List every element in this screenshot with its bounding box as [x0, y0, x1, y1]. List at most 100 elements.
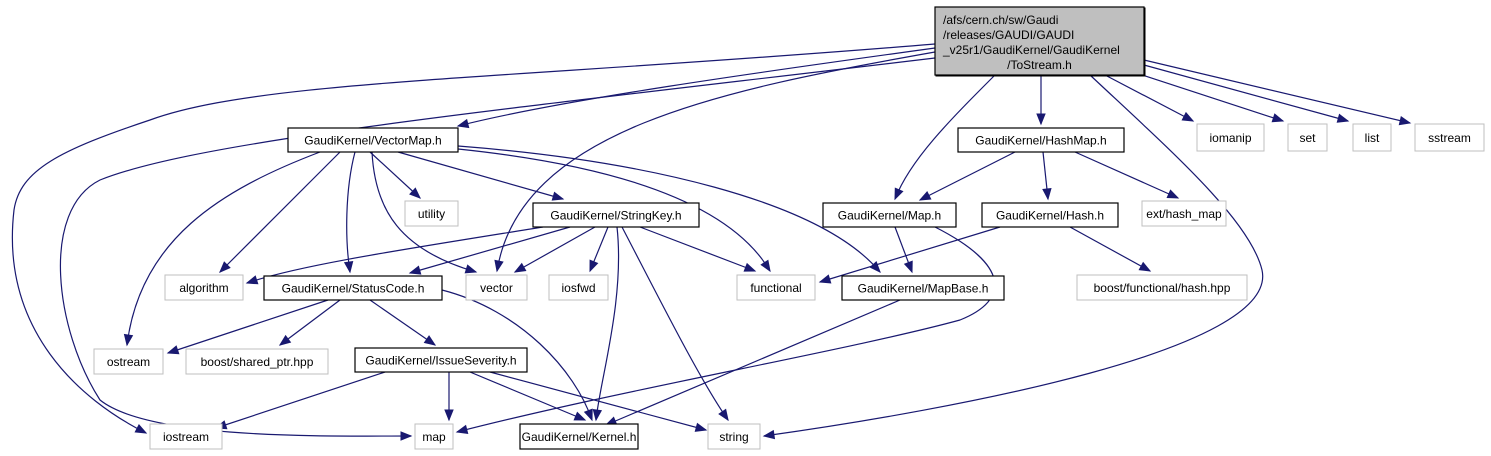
edge-statuscode-to-issueseverity — [369, 299, 437, 346]
edge-line — [605, 299, 901, 426]
node-label: ext/hash_map — [1146, 207, 1222, 221]
node-box — [404, 200, 459, 227]
node-box — [736, 274, 816, 301]
edge-root-to-iostream — [11, 43, 936, 434]
node-label: GaudiKernel/Hash.h — [996, 209, 1104, 223]
edge-issueseverity-to-kernel — [469, 371, 587, 421]
arrowhead-icon — [343, 260, 354, 274]
node-box — [1141, 200, 1227, 227]
node-label: iosfwd — [561, 281, 595, 295]
edge-issueseverity-to-map — [444, 372, 454, 422]
node-boost-hash: boost/functional/hash.hpp — [1076, 274, 1248, 301]
edge-hashmap-to-map_h — [918, 151, 1016, 201]
edge-root-to-string — [762, 74, 1264, 440]
node-label: GaudiKernel/HashMap.h — [975, 134, 1106, 148]
edge-vectormap-to-vector — [371, 151, 478, 274]
node-label: GaudiKernel/MapBase.h — [858, 282, 989, 296]
node-label: iostream — [163, 430, 209, 444]
edge-line — [514, 226, 596, 273]
edge-line — [279, 299, 341, 346]
arrowhead-icon — [589, 259, 599, 273]
edge-root-to-sstream — [1143, 59, 1412, 126]
edge-issueseverity-to-string — [489, 371, 708, 432]
node-boost-shared-ptr: boost/shared_ptr.hpp — [185, 348, 329, 375]
edge-line — [469, 371, 586, 421]
arrowhead-icon — [1036, 113, 1046, 126]
node-ext-hash-map: ext/hash_map — [1141, 200, 1227, 227]
arrowhead-icon — [1138, 261, 1152, 272]
node-box — [548, 274, 609, 301]
edge-line — [397, 151, 564, 200]
edge-root-to-list — [1143, 64, 1350, 123]
edge-vectormap-to-algorithm — [219, 151, 341, 273]
node-sstream: sstream — [1414, 123, 1485, 152]
node-hash-h[interactable]: GaudiKernel/Hash.h — [981, 202, 1119, 228]
nodes-layer: /afs/cern.ch/sw/Gaudi/releases/GAUDI/GAU… — [93, 6, 1485, 450]
node-list: list — [1352, 123, 1392, 152]
node-box — [1287, 123, 1328, 152]
node-box — [1076, 274, 1248, 301]
arrowhead-icon — [219, 261, 231, 273]
node-algorithm: algorithm — [164, 274, 244, 301]
node-kernel[interactable]: GaudiKernel/Kernel.h — [519, 423, 639, 450]
edge-vectormap-to-functional — [457, 148, 771, 273]
node-box — [164, 274, 244, 301]
node-box — [1414, 123, 1485, 152]
node-box — [519, 423, 639, 450]
edge-hashmap-to-hash_h — [1042, 151, 1052, 201]
edge-hashmap-to-ext_hash_map — [1074, 151, 1180, 199]
edge-line — [215, 371, 386, 429]
node-vectormap[interactable]: GaudiKernel/VectorMap.h — [287, 127, 459, 153]
edge-line — [346, 151, 356, 273]
arrowhead-icon — [869, 261, 881, 273]
node-mapbase[interactable]: GaudiKernel/MapBase.h — [841, 275, 1005, 301]
node-box — [981, 202, 1119, 228]
edge-line — [595, 226, 620, 421]
edge-line — [1143, 59, 1411, 124]
node-label: sstream — [1428, 131, 1471, 145]
node-box — [957, 127, 1125, 153]
arrowhead-icon — [818, 274, 832, 284]
node-box — [1196, 123, 1265, 152]
edge-hash_h-to-boost_hash — [1069, 226, 1152, 272]
edge-line — [126, 151, 321, 346]
node-utility: utility — [404, 200, 459, 227]
node-box — [263, 275, 443, 301]
edge-vectormap-to-mapbase — [457, 145, 881, 273]
arrowhead-icon — [278, 334, 292, 346]
arrowhead-icon — [444, 409, 454, 422]
arrowhead-icon — [456, 118, 470, 129]
node-label-line: /releases/GAUDI/GAUDI — [943, 28, 1074, 42]
edge-root-to-map_h — [894, 74, 996, 201]
edge-root-to-iomanip — [1104, 74, 1195, 122]
edge-line — [457, 145, 881, 273]
node-label: set — [1299, 131, 1316, 145]
node-root[interactable]: /afs/cern.ch/sw/Gaudi/releases/GAUDI/GAU… — [934, 6, 1146, 77]
edge-vectormap-to-stringkey — [397, 151, 565, 201]
node-map: map — [414, 423, 454, 450]
node-label: GaudiKernel/StringKey.h — [550, 209, 681, 223]
node-statuscode[interactable]: GaudiKernel/StatusCode.h — [263, 275, 443, 301]
node-label: map — [422, 430, 446, 444]
node-functional: functional — [736, 274, 816, 301]
arrowhead-icon — [494, 259, 504, 273]
arrowhead-icon — [513, 262, 527, 273]
edge-vectormap-to-ostream — [123, 151, 321, 347]
edge-line — [1143, 64, 1349, 122]
arrowhead-icon — [166, 345, 180, 355]
edge-mapbase-to-kernel — [604, 299, 901, 426]
arrowhead-icon — [903, 260, 913, 274]
edge-line — [457, 148, 771, 272]
node-stringkey[interactable]: GaudiKernel/StringKey.h — [532, 202, 700, 228]
node-issueseverity[interactable]: GaudiKernel/IssueSeverity.h — [354, 347, 528, 373]
node-map-h[interactable]: GaudiKernel/Map.h — [822, 202, 957, 228]
edge-line — [1104, 74, 1194, 122]
node-label: GaudiKernel/StatusCode.h — [282, 282, 425, 296]
edge-map_h-to-map — [455, 226, 996, 434]
node-hashmap[interactable]: GaudiKernel/HashMap.h — [957, 127, 1125, 153]
node-label: GaudiKernel/VectorMap.h — [304, 134, 441, 148]
arrowhead-icon — [1336, 113, 1350, 123]
node-iosfwd: iosfwd — [548, 274, 609, 301]
edge-line — [1129, 70, 1284, 122]
edge-line — [1074, 151, 1179, 199]
